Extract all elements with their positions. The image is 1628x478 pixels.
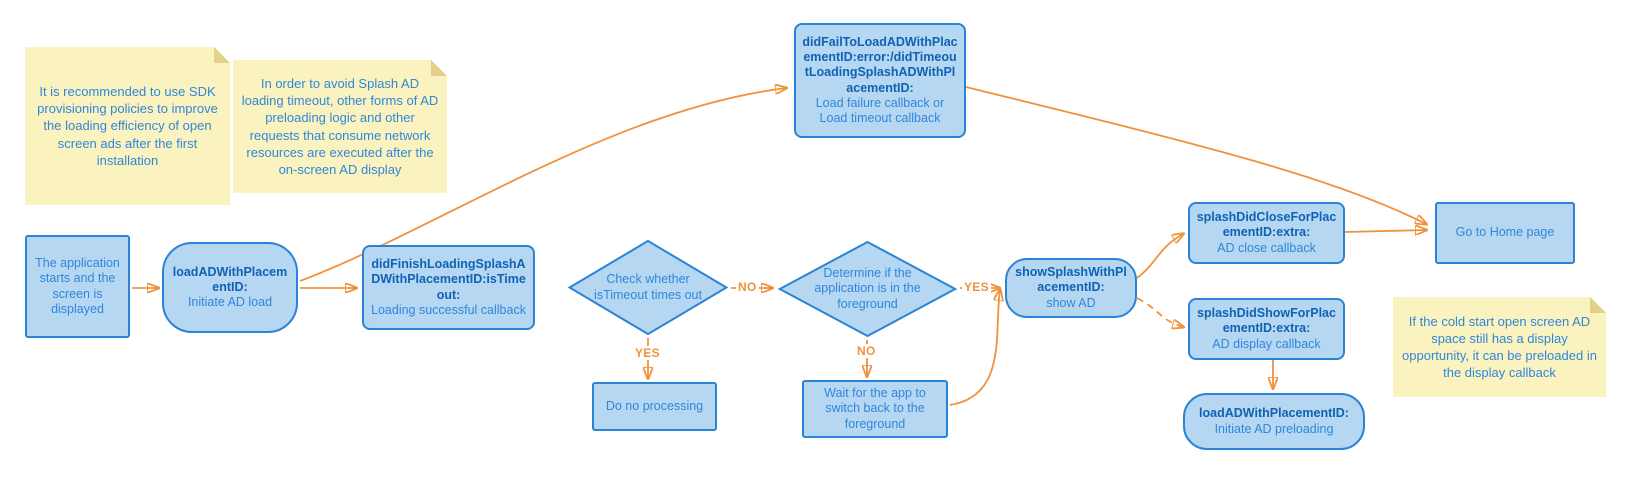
node-do-nothing-text: Do no processing xyxy=(605,398,704,413)
label-timeout-yes: YES xyxy=(633,346,662,360)
decision-check-foreground: Determine if the application is in the f… xyxy=(778,241,957,337)
node-splash-show-callback: splashDidShowForPlacementID:extra: AD di… xyxy=(1188,298,1345,360)
arrow-show-to-close xyxy=(1136,234,1183,279)
arrow-load-to-fail-curve xyxy=(299,88,786,282)
node-load-fail-desc: Load failure callback or Load timeout ca… xyxy=(815,95,945,125)
node-preload-ad-desc: Initiate AD preloading xyxy=(1214,421,1334,436)
node-preload-ad-method: loadADWithPlacementID: xyxy=(1199,406,1349,421)
node-do-nothing: Do no processing xyxy=(592,382,717,431)
note-avoid-timeout: In order to avoid Splash AD loading time… xyxy=(233,60,447,193)
node-go-home: Go to Home page xyxy=(1435,202,1575,264)
decision-check-timeout: Check whether isTimeout times out xyxy=(568,240,728,335)
decision-check-timeout-text: Check whether isTimeout times out xyxy=(594,272,702,302)
note-cold-start-text: If the cold start open screen AD space s… xyxy=(1402,313,1597,381)
node-load-ad: loadADWithPlacementID: Initiate AD load xyxy=(162,242,298,333)
node-show-splash-method: showSplashWithPlacementID: xyxy=(1015,265,1127,295)
node-preload-ad: loadADWithPlacementID: Initiate AD prelo… xyxy=(1183,393,1365,450)
arrow-show-to-display-dashed xyxy=(1136,297,1183,327)
note-avoid-timeout-text: In order to avoid Splash AD loading time… xyxy=(241,76,439,177)
node-wait-foreground-text: Wait for the app to switch back to the f… xyxy=(824,386,926,431)
label-foreground-yes: YES xyxy=(962,280,991,294)
decision-check-foreground-text: Determine if the application is in the f… xyxy=(814,266,921,311)
node-load-fail-callback: didFailToLoadADWithPlacementID:error:/di… xyxy=(794,23,966,138)
node-splash-show-method: splashDidShowForPlacementID:extra: xyxy=(1197,306,1336,336)
node-load-finish-desc: Loading successful callback xyxy=(371,302,526,317)
node-app-start: The application starts and the screen is… xyxy=(25,235,130,338)
arrow-close-to-home xyxy=(1344,230,1426,232)
label-foreground-no: NO xyxy=(855,344,878,358)
node-load-fail-method: didFailToLoadADWithPlacementID:error:/di… xyxy=(802,34,958,95)
arrow-fail-to-home-curve xyxy=(965,86,1426,224)
node-load-ad-desc: Initiate AD load xyxy=(187,295,273,310)
node-app-start-text: The application starts and the screen is… xyxy=(35,256,120,316)
node-splash-show-desc: AD display callback xyxy=(1212,336,1321,351)
arrow-wait-to-show-curve xyxy=(949,290,1000,406)
node-show-splash-desc: show AD xyxy=(1046,295,1096,310)
node-show-splash: showSplashWithPlacementID: show AD xyxy=(1005,258,1137,318)
node-go-home-text: Go to Home page xyxy=(1455,225,1555,240)
node-splash-close-desc: AD close callback xyxy=(1217,240,1316,255)
note-sdk-policy: It is recommended to use SDK provisionin… xyxy=(25,47,230,205)
diamond-shape xyxy=(568,240,728,335)
label-timeout-no: NO xyxy=(736,280,759,294)
note-cold-start: If the cold start open screen AD space s… xyxy=(1393,297,1606,397)
diamond-shape xyxy=(778,241,957,337)
node-splash-close-method: splashDidCloseForPlacementID:extra: xyxy=(1196,210,1337,240)
node-splash-close-callback: splashDidCloseForPlacementID:extra: AD c… xyxy=(1188,202,1345,264)
node-wait-foreground: Wait for the app to switch back to the f… xyxy=(802,380,948,438)
node-load-ad-method: loadADWithPlacementID: xyxy=(172,264,288,294)
note-sdk-policy-text: It is recommended to use SDK provisionin… xyxy=(37,84,218,168)
node-load-finish-method: didFinishLoadingSplashADWithPlacementID:… xyxy=(371,257,526,302)
node-load-finish-callback: didFinishLoadingSplashADWithPlacementID:… xyxy=(362,245,535,330)
